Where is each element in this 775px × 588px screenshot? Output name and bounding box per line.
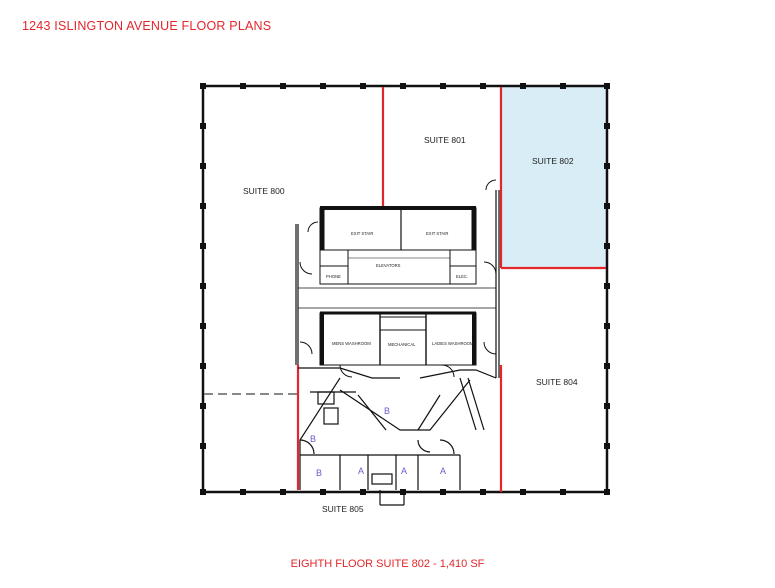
electrical-room-label: ELEC. (456, 274, 468, 279)
plan-caption: EIGHTH FLOOR SUITE 802 - 1,410 SF (290, 558, 485, 570)
column (200, 203, 206, 209)
phone-room-label: PHONE (326, 274, 341, 279)
column (604, 403, 610, 409)
column (280, 83, 286, 89)
column (200, 363, 206, 369)
unit-b-label: B (310, 434, 316, 444)
column (440, 489, 446, 495)
column (200, 83, 206, 89)
column (360, 489, 366, 495)
unit-b-label: B (384, 406, 390, 416)
suite-801-label: SUITE 801 (424, 135, 466, 145)
unit-a-label: A (440, 466, 446, 476)
columns (200, 83, 610, 495)
column (520, 83, 526, 89)
column (400, 489, 406, 495)
column (604, 163, 610, 169)
column (604, 83, 610, 89)
unit-b-label: B (316, 468, 322, 478)
column (604, 243, 610, 249)
column (604, 443, 610, 449)
column (200, 403, 206, 409)
column (400, 83, 406, 89)
exit-stair-label: EXIT STAIR (351, 231, 373, 236)
column (560, 83, 566, 89)
column (604, 123, 610, 129)
unit-a-label: A (401, 466, 407, 476)
column (604, 283, 610, 289)
building-core (295, 179, 500, 378)
column (200, 443, 206, 449)
suite-800-label: SUITE 800 (243, 186, 285, 196)
column (200, 489, 206, 495)
unit-a-label: A (358, 466, 364, 476)
column (480, 489, 486, 495)
column (604, 203, 610, 209)
demising-walls (296, 87, 606, 492)
ladies-washroom-label: LADIES WASHROOM (432, 341, 474, 346)
suite-802-label: SUITE 802 (532, 156, 574, 166)
suite-802-highlight[interactable] (502, 87, 606, 269)
column (360, 83, 366, 89)
suite-805-partitions (298, 367, 497, 506)
column (240, 83, 246, 89)
column (604, 323, 610, 329)
column (320, 489, 326, 495)
column (280, 489, 286, 495)
column (200, 243, 206, 249)
page-title: 1243 ISLINGTON AVENUE FLOOR PLANS (22, 19, 272, 33)
column (320, 83, 326, 89)
column (560, 489, 566, 495)
column (604, 363, 610, 369)
suite-805-label: SUITE 805 (322, 504, 364, 514)
column (200, 163, 206, 169)
elevators-label: ELEVATORS (376, 263, 401, 268)
column (480, 83, 486, 89)
column (520, 489, 526, 495)
suite-804-label: SUITE 804 (536, 377, 578, 387)
column (200, 283, 206, 289)
mechanical-room-label: MECHANICAL (388, 342, 416, 347)
column (240, 489, 246, 495)
column (200, 323, 206, 329)
mens-washroom-label: MENS WASHROOM (332, 341, 371, 346)
column (200, 123, 206, 129)
exit-stair-label: EXIT STAIR (426, 231, 448, 236)
column (440, 83, 446, 89)
column (604, 489, 610, 495)
